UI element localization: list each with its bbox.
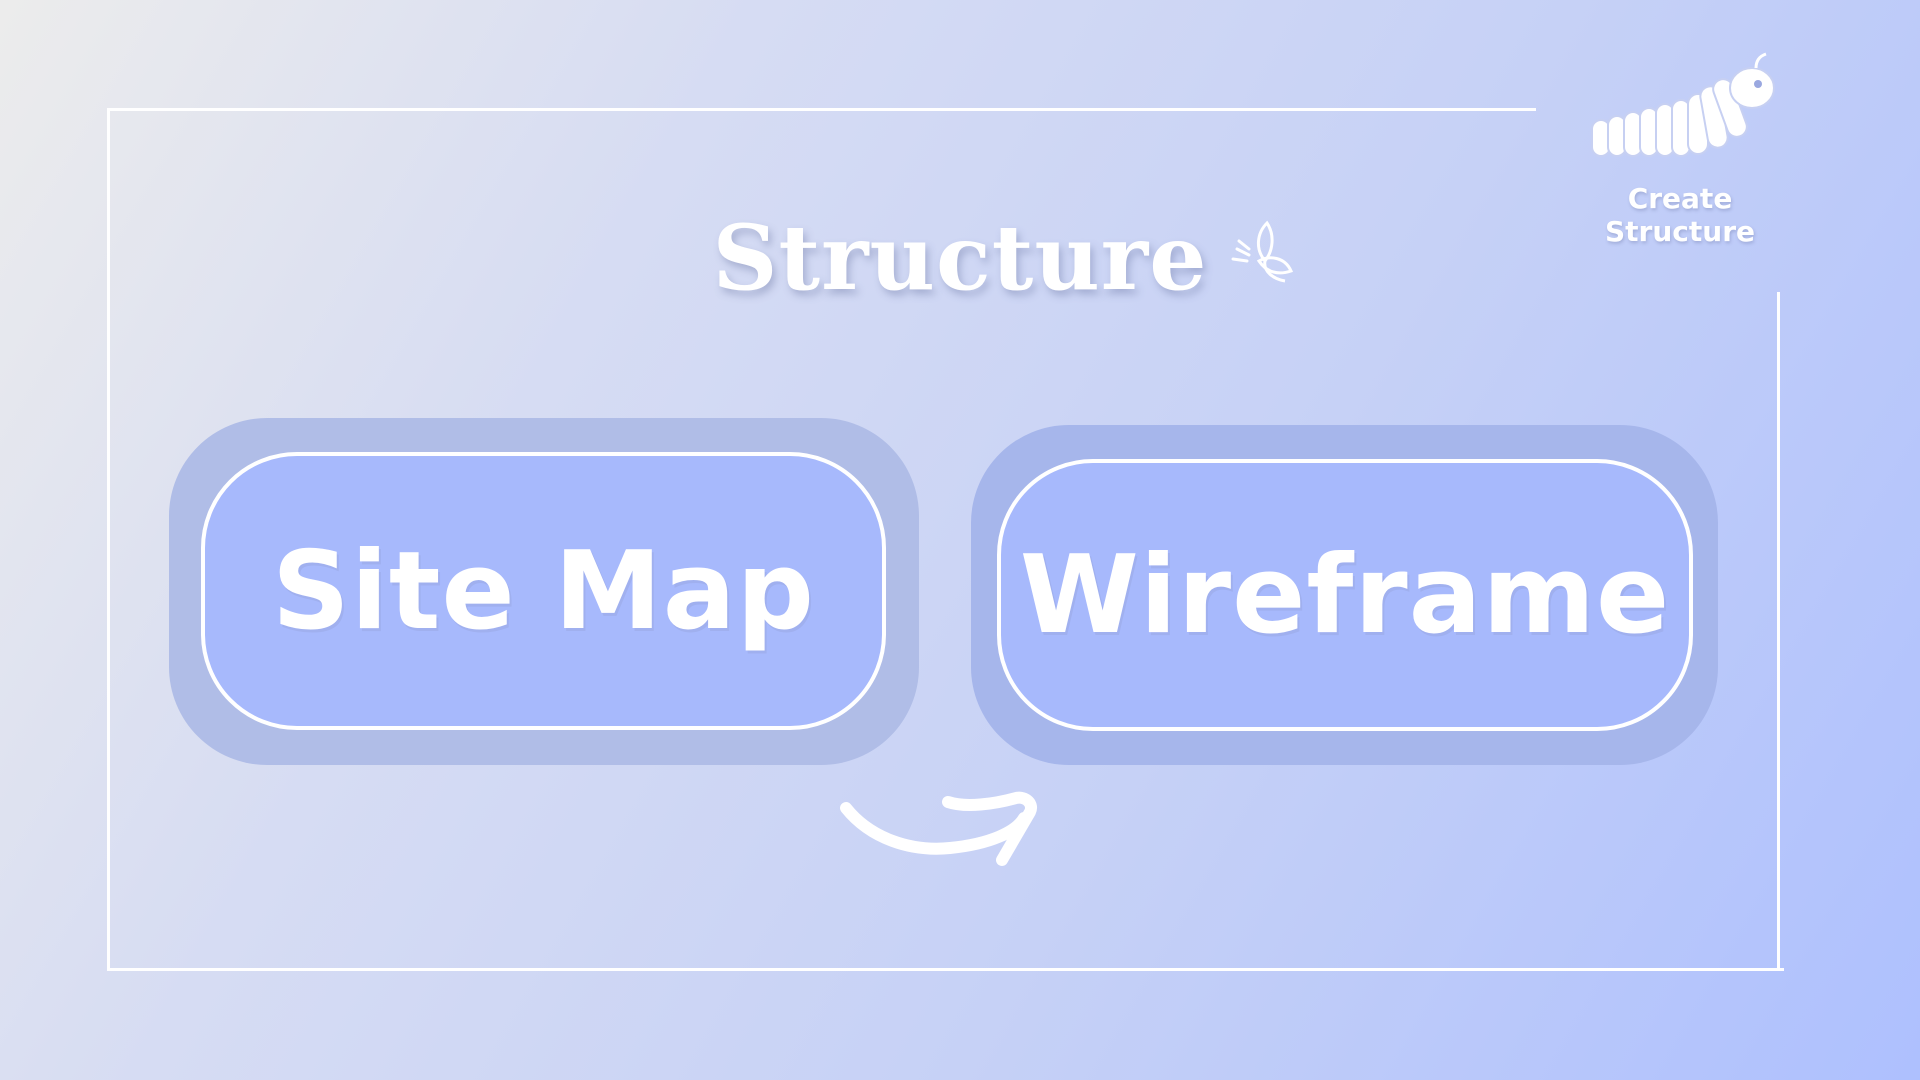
wireframe-card[interactable]: Wireframe (997, 459, 1693, 731)
site-map-label: Site Map (272, 528, 815, 654)
page-title: Structure (712, 205, 1208, 311)
arrow-right-icon (840, 791, 1037, 866)
page-title-container: Structure (0, 205, 1920, 311)
wireframe-label: Wireframe (1019, 532, 1671, 658)
frame-left-line (107, 108, 110, 971)
page-title-wrap: Structure (712, 205, 1294, 311)
leaf-icon (1231, 220, 1294, 283)
brand: Create Structure (1555, 52, 1805, 248)
brand-label: Create Structure (1604, 182, 1755, 248)
frame-bottom-line (107, 968, 1784, 971)
site-map-card[interactable]: Site Map (201, 452, 886, 730)
frame-top-line (107, 108, 1536, 111)
frame-right-line (1777, 292, 1780, 971)
caterpillar-icon (1591, 52, 1775, 157)
